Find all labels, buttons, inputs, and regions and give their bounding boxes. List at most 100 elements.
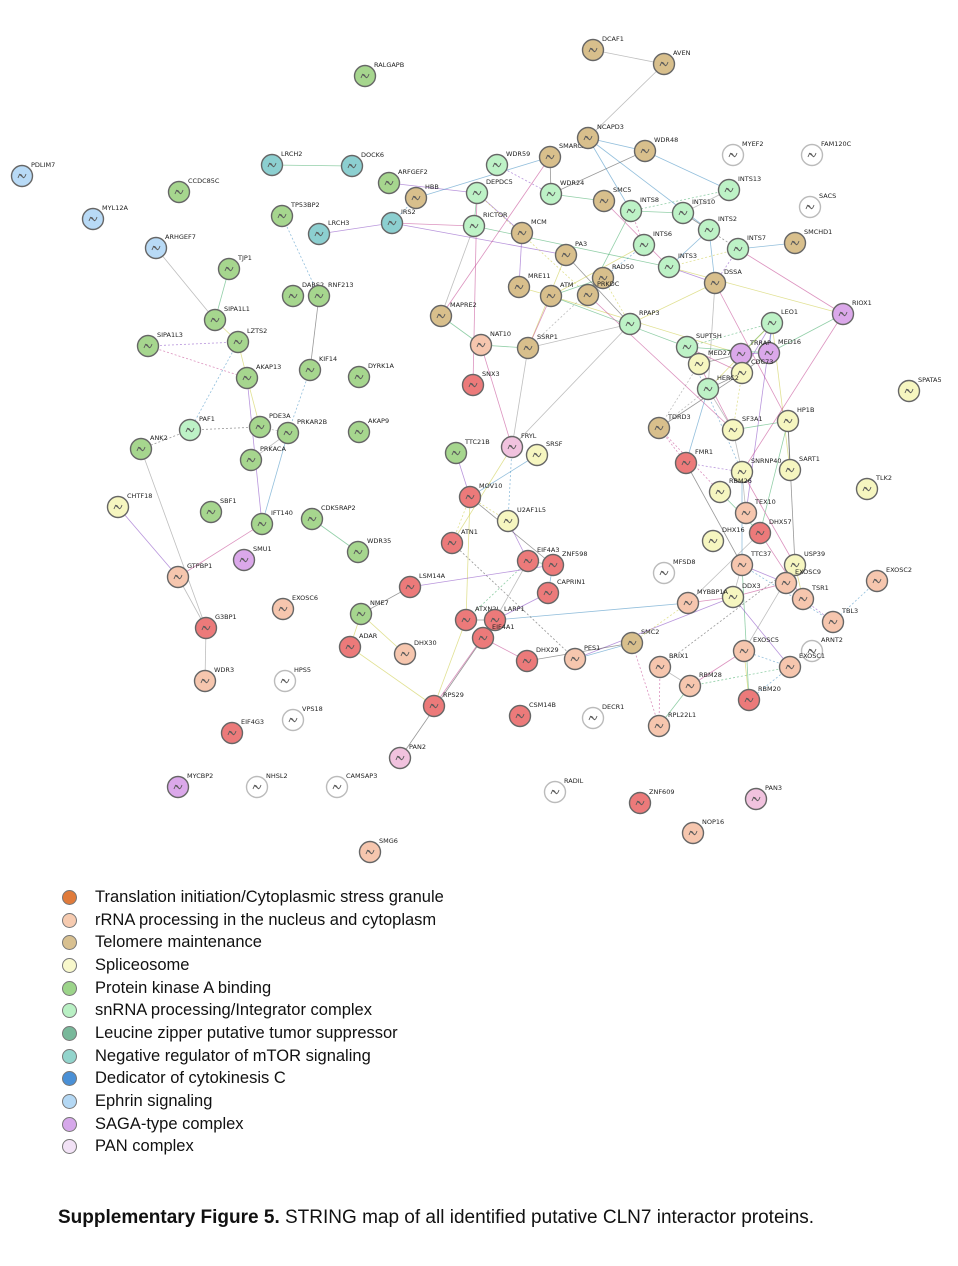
- protein-node[interactable]: INTS2: [697, 215, 738, 242]
- protein-node[interactable]: RADIL: [543, 777, 584, 804]
- protein-node[interactable]: FRYL: [500, 432, 537, 459]
- protein-node[interactable]: TTC21B: [444, 438, 490, 465]
- protein-node[interactable]: RPS29: [422, 691, 464, 718]
- protein-node[interactable]: RICTOR: [462, 211, 509, 238]
- protein-node[interactable]: ANK2: [129, 434, 168, 461]
- protein-node[interactable]: KIF14: [298, 355, 338, 382]
- protein-node[interactable]: BRIX1: [648, 652, 689, 679]
- protein-node[interactable]: CHTF18: [106, 492, 153, 519]
- protein-node[interactable]: WDR35: [346, 537, 392, 564]
- protein-node[interactable]: SNRNP40: [730, 457, 782, 484]
- protein-node[interactable]: EIF4A3: [516, 546, 560, 573]
- protein-node[interactable]: IRS2: [380, 208, 416, 235]
- protein-node[interactable]: PRKACA: [239, 445, 287, 472]
- protein-node[interactable]: SIPA1L3: [136, 331, 183, 358]
- protein-node[interactable]: USP39: [783, 550, 826, 577]
- protein-node[interactable]: ADAR: [338, 632, 378, 659]
- protein-node[interactable]: ARNT2: [800, 636, 843, 663]
- protein-node[interactable]: SNX3: [461, 370, 500, 397]
- protein-node[interactable]: DCAF1: [581, 35, 624, 62]
- protein-node[interactable]: SF3A1: [721, 415, 763, 442]
- protein-node[interactable]: FMR1: [674, 448, 714, 475]
- protein-node[interactable]: DARS2: [281, 281, 325, 308]
- protein-node[interactable]: LARP1: [483, 605, 525, 632]
- protein-node[interactable]: DHX16: [701, 526, 745, 553]
- protein-node[interactable]: HERC2: [696, 374, 739, 401]
- protein-node[interactable]: GTPBP1: [166, 562, 213, 589]
- protein-node[interactable]: MYEF2: [721, 140, 764, 167]
- protein-node[interactable]: EXOSC5: [732, 636, 780, 663]
- protein-node[interactable]: RIOX1: [831, 299, 872, 326]
- protein-node[interactable]: RPL22L1: [647, 711, 697, 738]
- protein-node[interactable]: PA3: [554, 240, 588, 267]
- protein-node[interactable]: NOP16: [681, 818, 725, 845]
- protein-node[interactable]: TTC37: [730, 550, 772, 577]
- protein-node[interactable]: ATXN2L: [454, 605, 501, 632]
- protein-node[interactable]: DDX3: [721, 582, 761, 609]
- protein-node[interactable]: DYRK1A: [347, 362, 395, 389]
- protein-node[interactable]: TJP1: [217, 254, 252, 281]
- protein-node[interactable]: EXOSC2: [865, 566, 913, 593]
- protein-node[interactable]: PES1: [563, 644, 601, 671]
- protein-node[interactable]: DHX57: [748, 518, 792, 545]
- protein-node[interactable]: MOV10: [458, 482, 503, 509]
- protein-node[interactable]: PRKAR2B: [276, 418, 328, 445]
- protein-node[interactable]: CCDC85C: [167, 177, 220, 204]
- protein-node[interactable]: ATN1: [440, 528, 478, 555]
- protein-node[interactable]: CAMSAP3: [325, 772, 378, 799]
- protein-node[interactable]: PAN2: [388, 743, 426, 770]
- protein-node[interactable]: SRSF: [525, 440, 563, 467]
- protein-node[interactable]: EIF4G3: [220, 718, 265, 745]
- protein-node[interactable]: RALGAPB: [353, 61, 405, 88]
- protein-node[interactable]: SSRP1: [516, 333, 558, 360]
- protein-node[interactable]: DOCK6: [340, 151, 385, 178]
- protein-node[interactable]: SMC5: [592, 186, 632, 213]
- protein-node[interactable]: TEX10: [734, 498, 776, 525]
- protein-node[interactable]: CSM14B: [508, 701, 557, 728]
- protein-node[interactable]: EXOSC9: [774, 568, 822, 595]
- protein-node[interactable]: HP1B: [776, 406, 815, 433]
- protein-node[interactable]: G3BP1: [194, 613, 237, 640]
- protein-node[interactable]: ZNF598: [541, 550, 588, 577]
- protein-node[interactable]: SMC2: [620, 628, 660, 655]
- protein-node[interactable]: INTS10: [671, 198, 716, 225]
- protein-node[interactable]: AKAP9: [347, 417, 390, 444]
- protein-node[interactable]: DEPDC5: [465, 178, 513, 205]
- protein-node[interactable]: CAPRIN1: [536, 578, 586, 605]
- protein-node[interactable]: WDR24: [539, 179, 585, 206]
- protein-node[interactable]: PDLIM7: [10, 161, 56, 188]
- protein-node[interactable]: CDK5RAP2: [300, 504, 356, 531]
- protein-node[interactable]: MED16: [757, 338, 802, 365]
- protein-node[interactable]: SMCHD1: [783, 228, 833, 255]
- protein-node[interactable]: ARFGEF2: [377, 168, 428, 195]
- protein-node[interactable]: SUPT5H: [675, 332, 722, 359]
- protein-node[interactable]: LZTS2: [226, 327, 268, 354]
- protein-node[interactable]: DECR1: [581, 703, 625, 730]
- protein-node[interactable]: PDE3A: [248, 412, 292, 439]
- protein-node[interactable]: RBM26: [708, 477, 752, 504]
- protein-node[interactable]: MYBBP1A: [676, 588, 729, 615]
- protein-node[interactable]: SART1: [778, 455, 820, 482]
- protein-node[interactable]: TBL3: [821, 607, 859, 634]
- protein-node[interactable]: EIF4A1: [471, 623, 515, 650]
- protein-node[interactable]: U2AF1L5: [496, 506, 546, 533]
- protein-node[interactable]: ARHGEF7: [144, 233, 196, 260]
- protein-node[interactable]: NCAPD3: [576, 123, 624, 150]
- protein-node[interactable]: AVEN: [652, 49, 691, 76]
- protein-node[interactable]: SMU1: [232, 545, 272, 572]
- protein-node[interactable]: WDR3: [193, 666, 235, 693]
- protein-node[interactable]: LSM14A: [398, 572, 446, 599]
- protein-node[interactable]: ATM: [539, 281, 574, 308]
- protein-node[interactable]: RBM20: [737, 685, 781, 712]
- protein-node[interactable]: LRCH2: [260, 150, 303, 177]
- protein-node[interactable]: AKAP13: [235, 363, 282, 390]
- protein-node[interactable]: SPATA5: [897, 376, 942, 403]
- protein-node[interactable]: INTS3: [657, 252, 698, 279]
- protein-node[interactable]: HPS5: [273, 666, 312, 693]
- protein-node[interactable]: TDRD3: [647, 413, 691, 440]
- protein-node[interactable]: RNF213: [307, 281, 354, 308]
- protein-node[interactable]: EXOSC1: [778, 652, 826, 679]
- protein-node[interactable]: SMG6: [358, 837, 398, 864]
- protein-node[interactable]: ZNF609: [628, 788, 675, 815]
- protein-node[interactable]: EXOSC6: [271, 594, 319, 621]
